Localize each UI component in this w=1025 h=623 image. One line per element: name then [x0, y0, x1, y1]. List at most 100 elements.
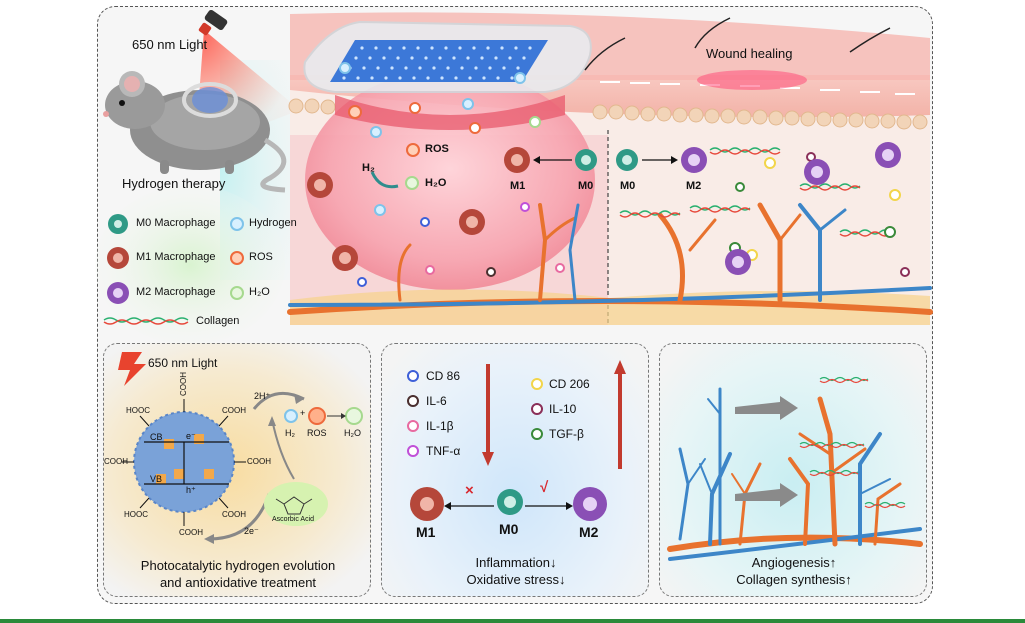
patch-dot [402, 46, 406, 50]
patch-dot [528, 46, 532, 50]
m2-macrophage-icon [573, 487, 607, 521]
p1-plus-label: + [300, 408, 306, 418]
m0-right-label: M0 [620, 180, 636, 192]
cooh-left: COOH [104, 457, 128, 466]
patch-dot [376, 66, 380, 70]
marker-tgfb: TGF-β [549, 427, 584, 441]
p2-m0-label: M0 [499, 521, 519, 537]
hair-strands [584, 17, 891, 71]
light-torch-icon [198, 9, 228, 36]
patch-dot [418, 66, 422, 70]
two-h-label: 2H⁺ [254, 391, 271, 401]
m0-macrophage-icon [575, 149, 638, 171]
cooh-bottomright: COOH [222, 510, 246, 519]
patch-dot [426, 76, 430, 80]
patch-dot [388, 46, 392, 50]
patch-dot [370, 76, 374, 80]
wound-bubble [305, 70, 595, 290]
patch-dot [460, 66, 464, 70]
panel1-caption-2: and antioxidative treatment [159, 575, 317, 590]
product-icons [284, 407, 363, 425]
ascorbic-acid-label: Ascorbic Acid [272, 516, 315, 523]
patch-dot [494, 56, 498, 60]
patch-dot [396, 56, 400, 60]
collagen-icon [103, 317, 189, 325]
patch-dot [454, 76, 458, 80]
patch-dot [514, 46, 518, 50]
vb-label: VB [150, 474, 163, 484]
cb-label: CB [150, 432, 163, 442]
dermis-fat [290, 289, 930, 325]
ros-label: ROS [425, 143, 449, 155]
p2-m1-label: M1 [416, 524, 436, 540]
panel1-caption-1: Photocatalytic hydrogen evolution [140, 558, 336, 573]
patch-dot [480, 56, 484, 60]
cross-mark: × [465, 482, 474, 499]
patch-dot [446, 66, 450, 70]
patch-dot [342, 76, 346, 80]
patch-dot [356, 76, 360, 80]
patch-dot [412, 76, 416, 80]
patch-dot [440, 76, 444, 80]
legend-m1: M1 Macrophage [136, 251, 216, 263]
hooc-bottomleft: HOOC [124, 510, 148, 519]
hydrogel-patch [303, 20, 592, 93]
marker-cd86: CD 86 [426, 369, 461, 383]
patch-dots [342, 46, 532, 80]
patch-dot [486, 46, 490, 50]
patch-dot [510, 76, 514, 80]
therapy-label: Hydrogen therapy [122, 176, 226, 191]
h2o-label: H₂O [425, 177, 447, 189]
cooh-bottom: COOH [179, 528, 203, 537]
panel1-light-label: 650 nm Light [148, 356, 218, 370]
patch-dot [438, 56, 442, 60]
patch-dot [390, 66, 394, 70]
legend-m2: M2 Macrophage [136, 286, 216, 298]
mouse-icon [103, 71, 287, 193]
panel2-caption-2: Oxidative stress↓ [466, 572, 566, 587]
panel2-caption-1: Inflammation↓ [475, 555, 557, 570]
patch-dot [410, 56, 414, 60]
panel3-caption-2: Collagen synthesis↑ [736, 572, 852, 587]
hooc-topleft: HOOC [126, 406, 150, 415]
p1-ros-label: ROS [307, 428, 327, 438]
panel-polarization: CD 86 IL-6 IL-1β TNF-α CD 206 IL-10 TGF-… [381, 343, 649, 597]
nanoparticle-diagram [118, 352, 363, 544]
patch-dot [374, 46, 378, 50]
collagen-strands [619, 147, 891, 237]
h2-label: H₂ [362, 162, 375, 174]
legend-collagen: Collagen [196, 315, 240, 327]
hole-label: h⁺ [186, 485, 196, 495]
patch-dot [362, 66, 366, 70]
patch-dot [444, 46, 448, 50]
legend-m0: M0 Macrophage [136, 217, 216, 229]
m0-label: M0 [578, 180, 594, 192]
patch-dot [482, 76, 486, 80]
ascorbic-acid-structure [275, 496, 313, 515]
patch-dot [500, 46, 504, 50]
p1-h2-label: H₂ [285, 428, 295, 438]
marker-il6: IL-6 [426, 394, 447, 408]
cooh-right: COOH [247, 457, 271, 466]
patch-dot [404, 66, 408, 70]
p1-h2o-label: H₂O [344, 428, 361, 438]
patch-dot [384, 76, 388, 80]
patch-dot [508, 56, 512, 60]
electron-label: e⁻ [186, 431, 196, 441]
marker-icons-right [531, 378, 543, 440]
patch-dot [398, 76, 402, 80]
vessel-diagram [667, 376, 923, 561]
light-label: 650 nm Light [132, 37, 208, 52]
wound-tissue [335, 95, 565, 130]
cooh-top: COOH [179, 372, 188, 396]
two-e-label: 2e⁻ [244, 526, 259, 536]
legend-ros: ROS [249, 251, 273, 263]
marker-tnfa: TNF-α [426, 444, 461, 458]
reaction-particles [405, 143, 420, 190]
patch-dot [488, 66, 492, 70]
m2-label: M2 [686, 180, 702, 192]
cooh-topright: COOH [222, 406, 246, 415]
panel-angiogenesis: Angiogenesis↑ Collagen synthesis↑ [659, 343, 927, 597]
m0-macrophage-icon [497, 489, 523, 515]
